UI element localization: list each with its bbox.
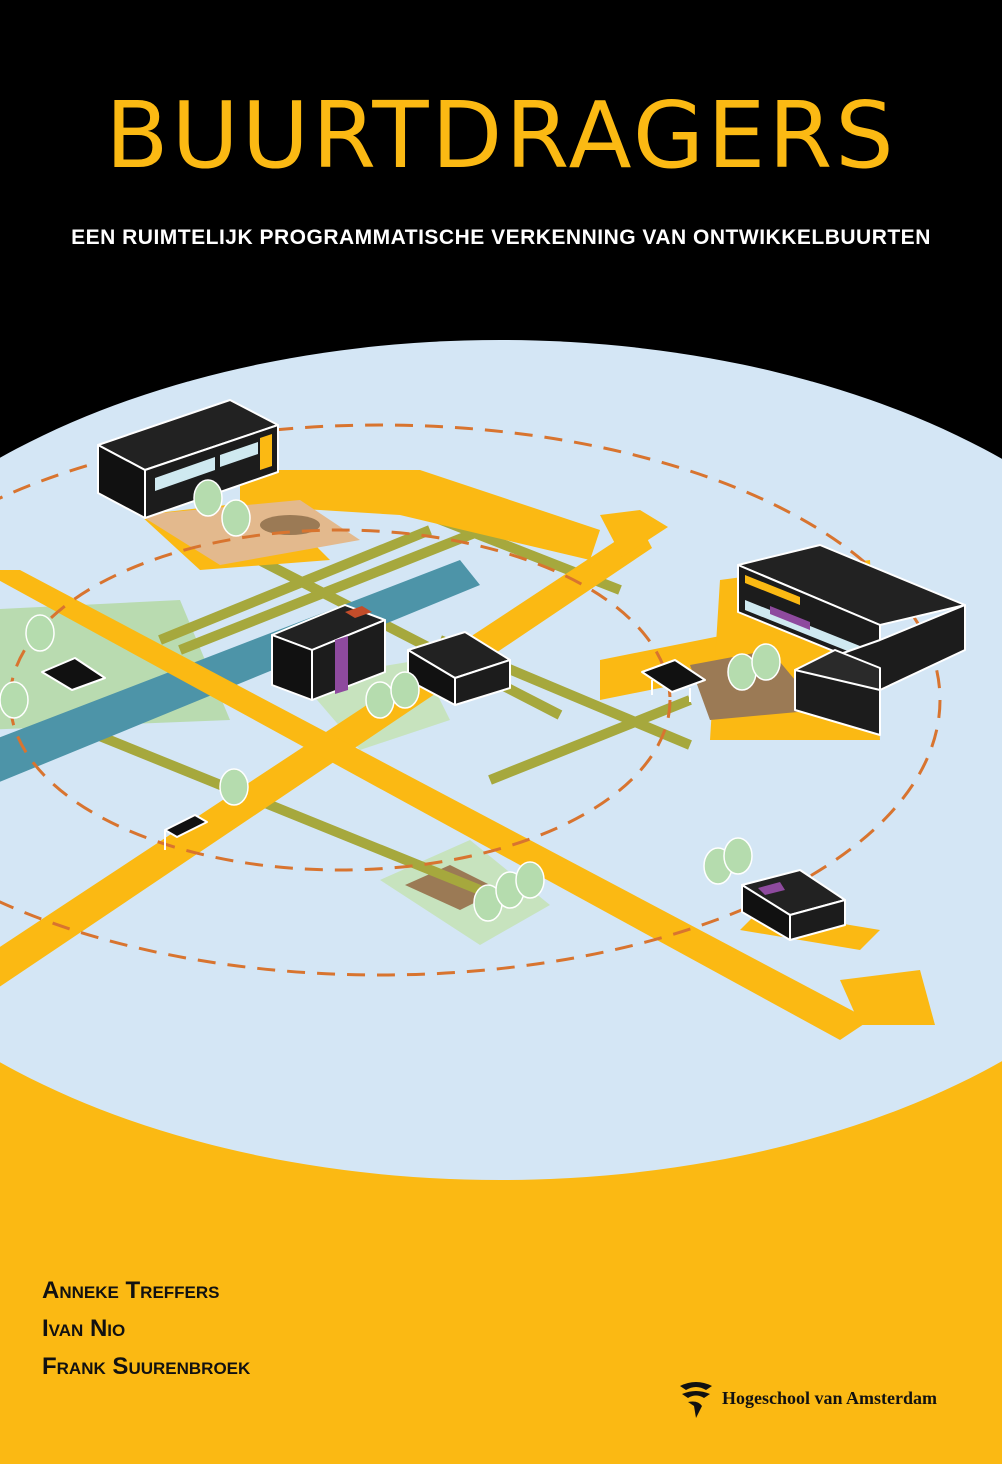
dashed-ring-inner (8, 528, 672, 872)
book-title: BUURTDRAGERS (105, 82, 897, 189)
publisher-block: Hogeschool van Amsterdam (676, 1376, 937, 1420)
building-center-shed (407, 631, 511, 706)
road-arrow-bottom-right (840, 970, 935, 1025)
dashed-ring-outer (0, 423, 942, 977)
pavilion-right (641, 659, 706, 702)
plaza-right (690, 650, 820, 720)
author-name: Anneke Treffers (42, 1277, 220, 1304)
building-bottom-right (741, 869, 846, 941)
book-subtitle: EEN RUIMTELIJK PROGRAMMATISCHE VERKENNIN… (71, 226, 931, 249)
pavilion-left (41, 657, 106, 691)
bench (164, 814, 208, 850)
author-name: Frank Suurenbroek (42, 1353, 251, 1380)
trees (0, 479, 781, 922)
author-name: Ivan Nio (42, 1315, 126, 1342)
hva-logo-icon (680, 1382, 712, 1418)
author-list: Anneke Treffers Ivan Nio Frank Suurenbro… (42, 1272, 250, 1386)
building-right-school (737, 544, 966, 736)
building-top-left (97, 399, 279, 519)
publisher-name: Hogeschool van Amsterdam (722, 1387, 937, 1408)
road-arrow-top-right (600, 510, 668, 557)
building-center-block (271, 604, 386, 701)
